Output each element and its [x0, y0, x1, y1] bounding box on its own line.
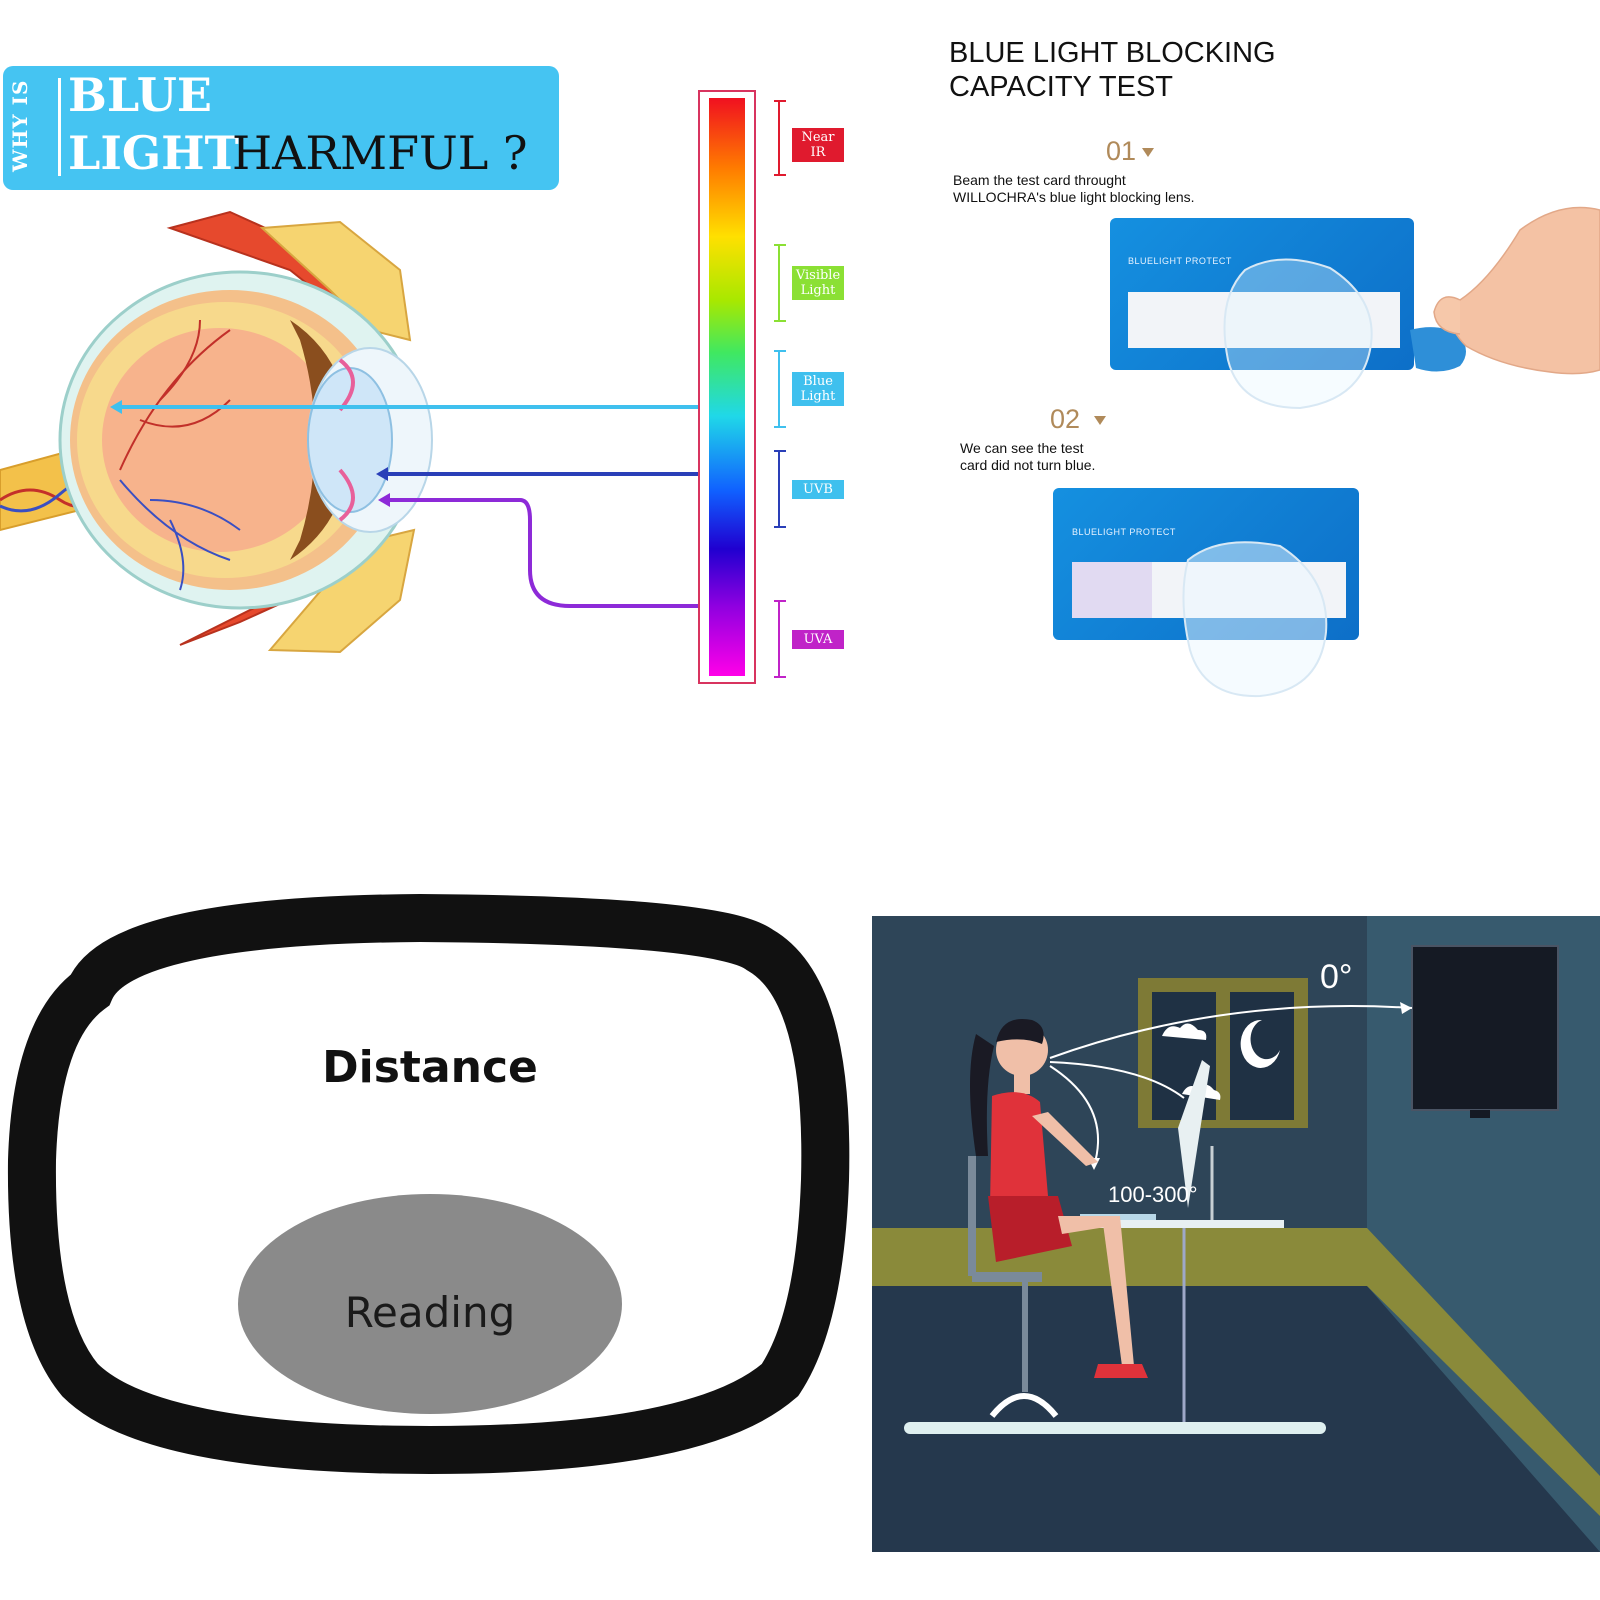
- step1-arrow-icon: [1142, 148, 1154, 157]
- step1-text-line1: Beam the test card throught: [953, 172, 1126, 188]
- uvb-bracket: [774, 450, 788, 528]
- eye-diagram-panel: WHY IS BLUE LIGHT HARMFUL ?: [0, 0, 860, 720]
- blue-light-label-line1: Blue: [803, 374, 833, 389]
- visible-light-label-line1: Visible: [795, 268, 841, 283]
- banner-word-blue: BLUE: [68, 68, 212, 122]
- banner-divider: [58, 78, 61, 176]
- step2-arrow-icon: [1094, 416, 1106, 425]
- lens-and-hand-illustration: [1072, 206, 1600, 698]
- test-card-1-strip: [1128, 292, 1400, 348]
- spectrum-frame: [698, 90, 756, 684]
- test-title-line1: BLUE LIGHT BLOCKING: [949, 37, 1276, 69]
- step2-text-line1: We can see the test: [960, 440, 1084, 456]
- blue-light-label: Blue Light: [792, 372, 844, 406]
- test-title-line2: CAPACITY TEST: [949, 71, 1173, 103]
- capacity-test-panel: BLUE LIGHT BLOCKING CAPACITY TEST 01 Bea…: [860, 0, 1600, 720]
- desk-posture-panel: 0° 100-300°: [872, 916, 1600, 1552]
- bifocal-frame-panel: Distance Reading: [0, 880, 860, 1600]
- visible-light-bracket: [774, 244, 788, 322]
- banner-word-harmful: HARMFUL ?: [232, 126, 528, 180]
- downward-angle-label: 100-300°: [1108, 1182, 1198, 1207]
- desk-posture-illustration: [872, 916, 1600, 1552]
- eye-illustration: [0, 210, 698, 654]
- step2-text-line2: card did not turn blue.: [960, 457, 1096, 473]
- step1-text-line2: WILLOCHRA's blue light blocking lens.: [953, 189, 1195, 205]
- step1-number: 01: [1106, 136, 1137, 166]
- test-card-2-title: BLUELIGHT PROTECT: [1072, 527, 1176, 537]
- visible-light-label-line2: Light: [800, 283, 836, 298]
- test-title: BLUE LIGHT BLOCKING CAPACITY TEST: [949, 36, 1276, 104]
- distance-zone-label: Distance: [322, 1042, 538, 1093]
- step2-number: 02: [1050, 404, 1081, 434]
- horizontal-angle-label: 0°: [1320, 958, 1353, 996]
- uva-label: UVA: [792, 630, 844, 649]
- light-spectrum-bar: [709, 98, 745, 676]
- visible-light-label: Visible Light: [792, 266, 844, 300]
- step2-text: We can see the test card did not turn bl…: [960, 440, 1095, 474]
- why-blue-light-banner: [3, 66, 559, 190]
- near-ir-label: Near IR: [792, 128, 844, 162]
- blue-light-bracket: [774, 350, 788, 428]
- step1-text: Beam the test card throught WILLOCHRA's …: [953, 172, 1195, 206]
- banner-word-light: LIGHT: [68, 126, 239, 180]
- uva-bracket: [774, 600, 788, 678]
- reading-zone-label: Reading: [344, 1288, 516, 1337]
- near-ir-bracket: [774, 100, 788, 176]
- glasses-frame-diagram: [7, 893, 850, 1475]
- test-card-1-title: BLUELIGHT PROTECT: [1128, 256, 1232, 266]
- blue-light-label-line2: Light: [800, 389, 836, 404]
- uvb-label: UVB: [792, 480, 844, 499]
